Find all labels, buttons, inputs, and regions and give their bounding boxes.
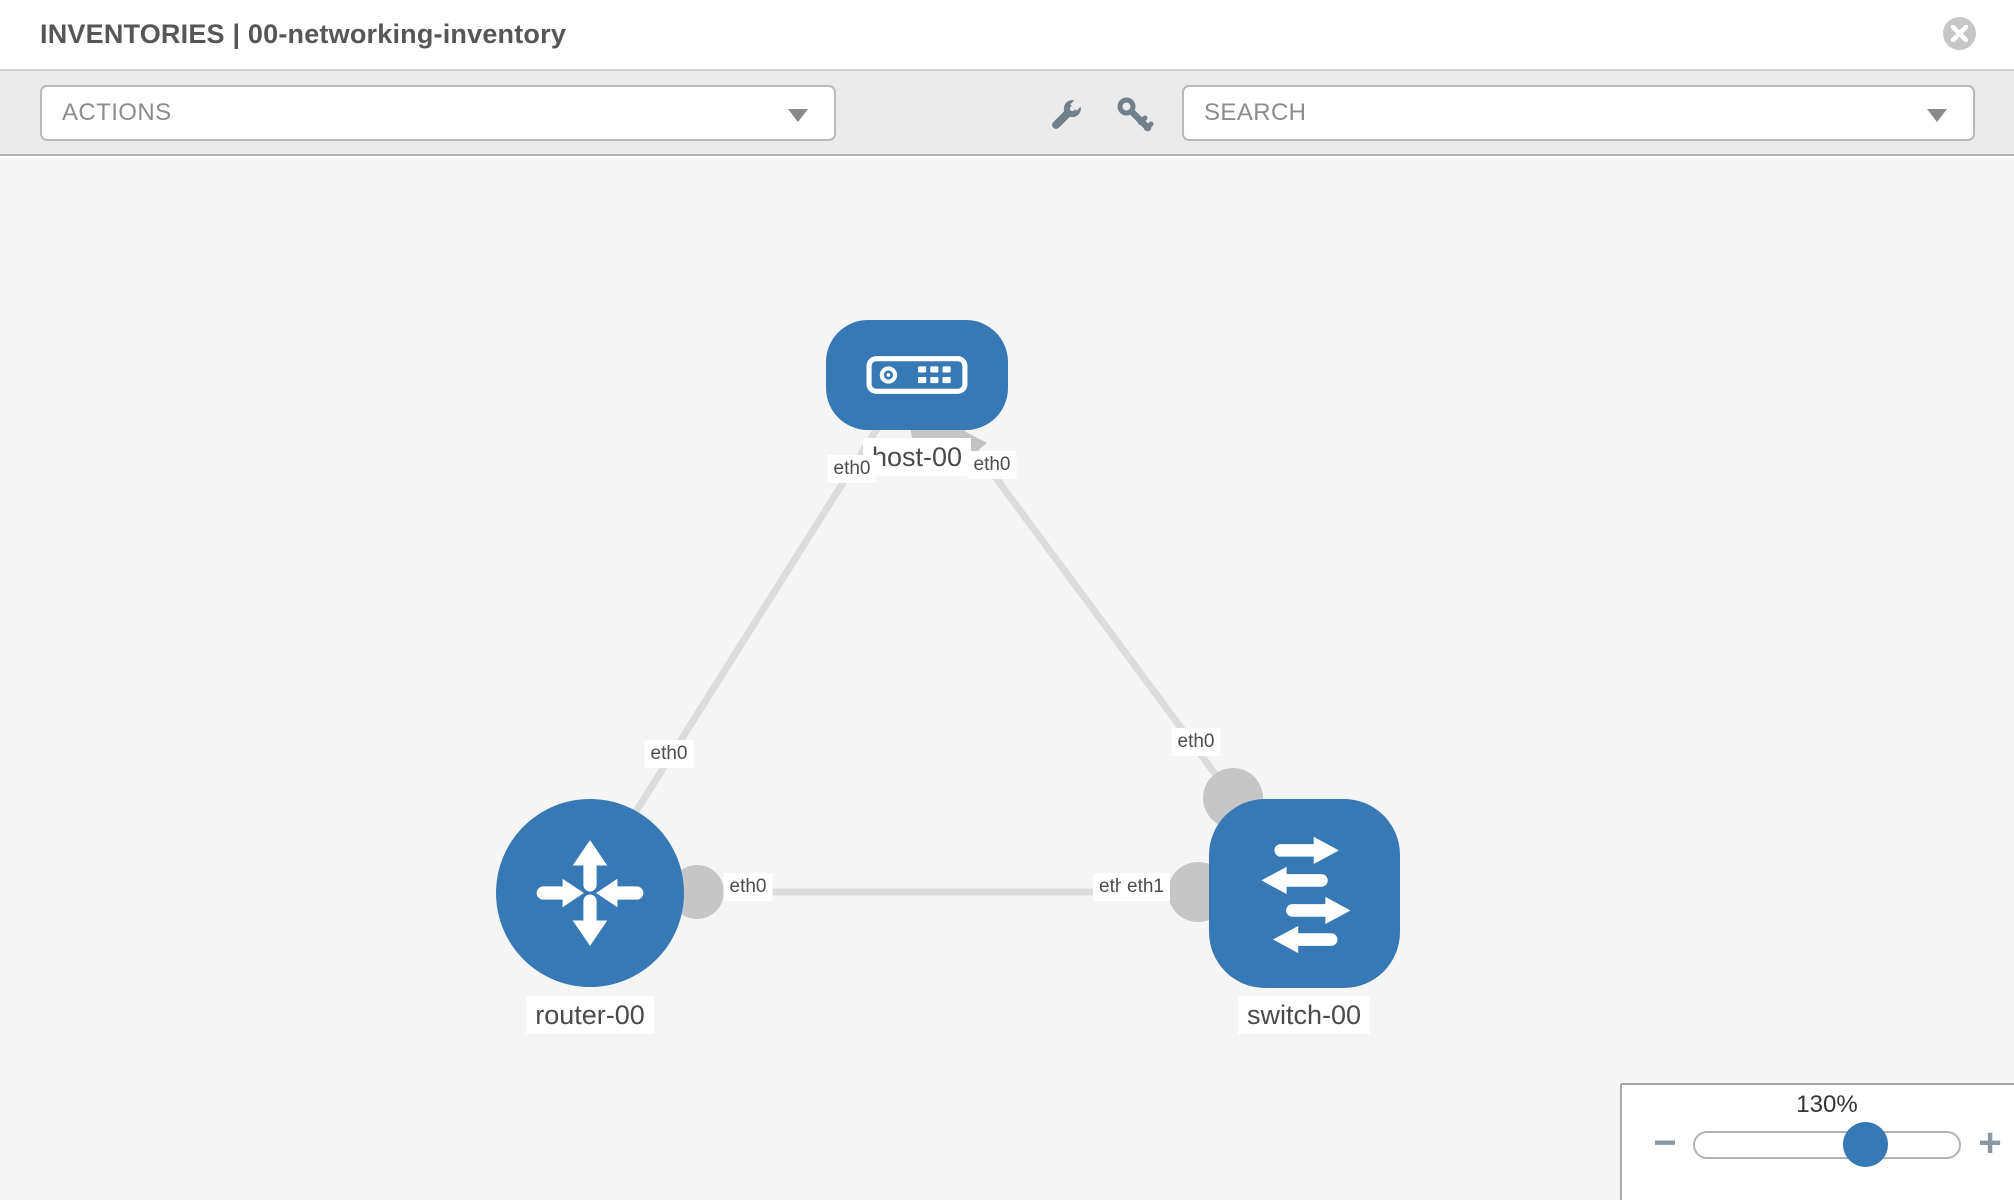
search-dropdown-label: SEARCH [1204, 99, 1307, 126]
search-dropdown[interactable]: SEARCH [1182, 85, 1975, 141]
zoom-level-value: 130% [1796, 1091, 1858, 1118]
page-title: INVENTORIES | 00-networking-inventory [40, 19, 567, 49]
zoom-panel: 130% − + [1620, 1083, 2014, 1200]
interface-label: eth1 [1121, 873, 1170, 901]
interface-label: eth0 [723, 873, 773, 901]
switch-icon [1260, 836, 1351, 953]
interface-label: eth0 [644, 740, 694, 768]
host-icon [866, 356, 968, 394]
node-label-switch: switch-00 [1237, 996, 1371, 1034]
toolbar: ACTIONS SEARCH [0, 71, 2014, 156]
zoom-in-button[interactable]: + [1978, 1121, 2002, 1165]
chevron-down-icon [1927, 109, 1947, 122]
interface-label: eth0 [827, 455, 877, 483]
actions-dropdown[interactable]: ACTIONS [40, 85, 836, 141]
zoom-out-button[interactable]: − [1653, 1121, 1677, 1165]
node-label-router: router-00 [526, 996, 654, 1034]
endpoint-router[interactable] [670, 865, 724, 919]
actions-dropdown-label: ACTIONS [62, 99, 172, 126]
key-icon[interactable] [1115, 95, 1155, 135]
node-switch[interactable] [1209, 799, 1400, 988]
node-router[interactable] [496, 799, 684, 987]
close-icon [1951, 25, 1968, 42]
wrench-icon[interactable] [1046, 95, 1086, 135]
zoom-slider-thumb[interactable] [1843, 1122, 1888, 1167]
topology-links-layer [615, 403, 1263, 922]
link-host-router[interactable] [615, 414, 888, 842]
interface-label: eth0 [1171, 728, 1221, 756]
chevron-down-icon [788, 109, 808, 122]
zoom-slider-track[interactable] [1693, 1131, 1961, 1159]
node-host[interactable] [826, 320, 1008, 430]
router-icon [536, 840, 644, 946]
header-bar: INVENTORIES | 00-networking-inventory [0, 0, 2014, 71]
interface-label: eth0 [967, 451, 1017, 479]
topology-canvas[interactable]: host-00 router-00 switch-00 eth0 eth0 et… [0, 158, 2014, 1200]
node-label-host: host-00 [862, 438, 972, 476]
close-button[interactable] [1943, 17, 1976, 50]
